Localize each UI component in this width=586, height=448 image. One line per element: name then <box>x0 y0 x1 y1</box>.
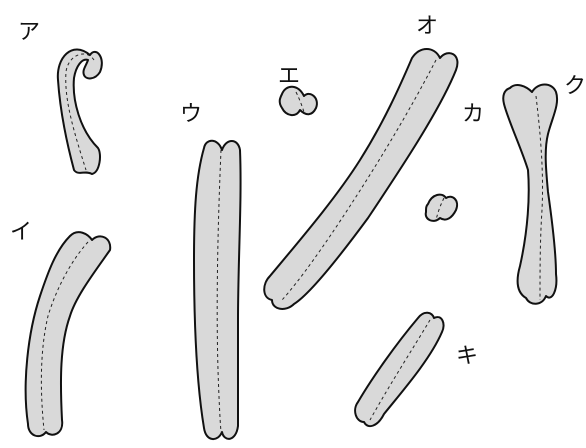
chromosome-a <box>58 49 102 174</box>
label-i: イ <box>10 222 32 244</box>
chromosome-i <box>26 232 111 436</box>
label-u: ウ <box>180 104 202 126</box>
label-a: ア <box>18 22 40 44</box>
chromosome-ku <box>503 85 557 304</box>
label-e: エ <box>278 66 300 88</box>
label-ka: カ <box>462 104 484 126</box>
chromosome-e <box>280 87 317 115</box>
label-ku: ク <box>564 76 586 98</box>
chromosome-ki <box>355 313 443 426</box>
label-ki: キ <box>456 346 478 368</box>
label-o: オ <box>416 16 438 38</box>
chromosome-ka <box>426 195 457 221</box>
chromosome-u <box>194 141 241 439</box>
